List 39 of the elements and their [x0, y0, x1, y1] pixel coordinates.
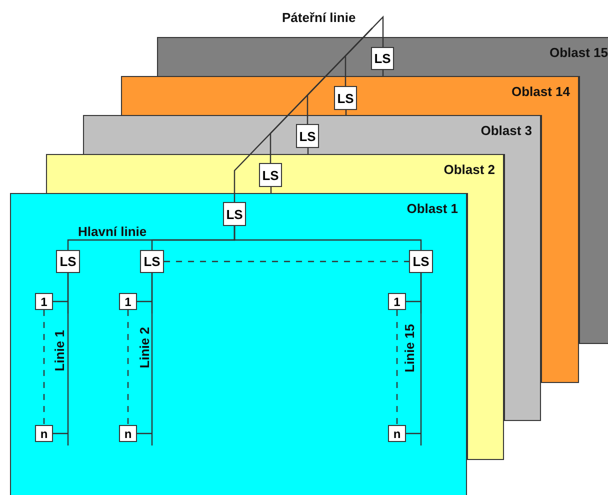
line-label: Linie 15	[403, 324, 417, 372]
bus-line	[136, 272, 153, 446]
coupler-box: LS	[371, 47, 394, 70]
area-panel	[83, 115, 541, 154]
area-label: Oblast 15	[549, 45, 608, 60]
backbone-label: Páteřní linie	[282, 11, 356, 25]
area-label: Oblast 3	[480, 123, 532, 138]
bus-line	[234, 28, 373, 202]
bus-line	[52, 272, 69, 446]
device-box: n	[388, 425, 406, 442]
bus-line	[234, 226, 422, 250]
device-box: n	[35, 425, 53, 442]
device-box: 1	[35, 293, 53, 310]
area-panel	[157, 37, 608, 76]
device-box: n	[119, 425, 137, 442]
coupler-box: LS	[259, 163, 282, 187]
coupler-box: LS	[56, 250, 80, 273]
area-panel	[121, 76, 579, 115]
coupler-box: LS	[140, 250, 164, 273]
coupler-box: LS	[334, 86, 357, 110]
coupler-box: LS	[223, 202, 246, 226]
main-line-label: Hlavní linie	[78, 225, 147, 239]
bus-line	[372, 16, 384, 47]
coupler-box: LS	[296, 124, 319, 148]
device-box: 1	[119, 293, 137, 310]
line-label: Linie 2	[138, 327, 152, 368]
dashed-line	[127, 310, 129, 425]
area-panel	[10, 193, 467, 495]
area-label: Oblast 14	[511, 84, 570, 99]
bus-line	[405, 272, 422, 446]
line-label: Linie 1	[53, 330, 67, 372]
area-label: Oblast 2	[444, 162, 495, 177]
area-panel	[46, 154, 504, 193]
area-label: Oblast 1	[406, 201, 458, 216]
coupler-box: LS	[409, 250, 433, 273]
dashed-line	[164, 260, 409, 262]
dashed-line	[396, 310, 398, 425]
device-box: 1	[388, 293, 406, 310]
dashed-line	[43, 310, 45, 425]
